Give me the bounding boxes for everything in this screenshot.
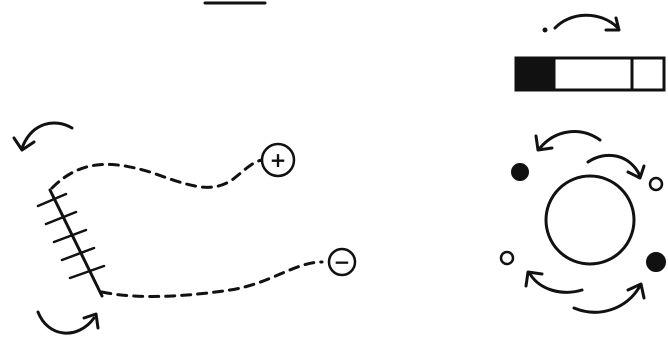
dashed-wire-negative [100, 260, 324, 298]
positive-symbol: + [270, 148, 287, 172]
bar-filled-segment [514, 56, 556, 92]
segmented-bar [514, 56, 666, 92]
curved-arrow-bottom-left [36, 310, 100, 335]
curved-arrow-top-left [12, 121, 74, 152]
curved-arrow-bottom-left-orbit [524, 270, 584, 294]
curved-arrow-bottom-right-orbit [572, 282, 646, 314]
filled-dot-lower-right [646, 252, 666, 272]
right-panel [499, 13, 666, 314]
dashed-wire-positive [50, 158, 264, 190]
hollow-dot-right [648, 176, 664, 192]
curved-arrow-above-bar [542, 13, 621, 33]
curved-arrow-top-right-orbit [586, 153, 646, 180]
hatched-strip [36, 188, 106, 298]
positive-terminal: + [260, 142, 296, 178]
negative-symbol: − [334, 250, 351, 274]
hollow-dot-left [499, 250, 515, 266]
curved-arrow-top-left-orbit [534, 130, 602, 152]
left-panel: + − [12, 121, 357, 335]
central-circle [544, 174, 636, 266]
negative-terminal: − [327, 247, 357, 277]
filled-dot-upper-left [511, 163, 529, 181]
